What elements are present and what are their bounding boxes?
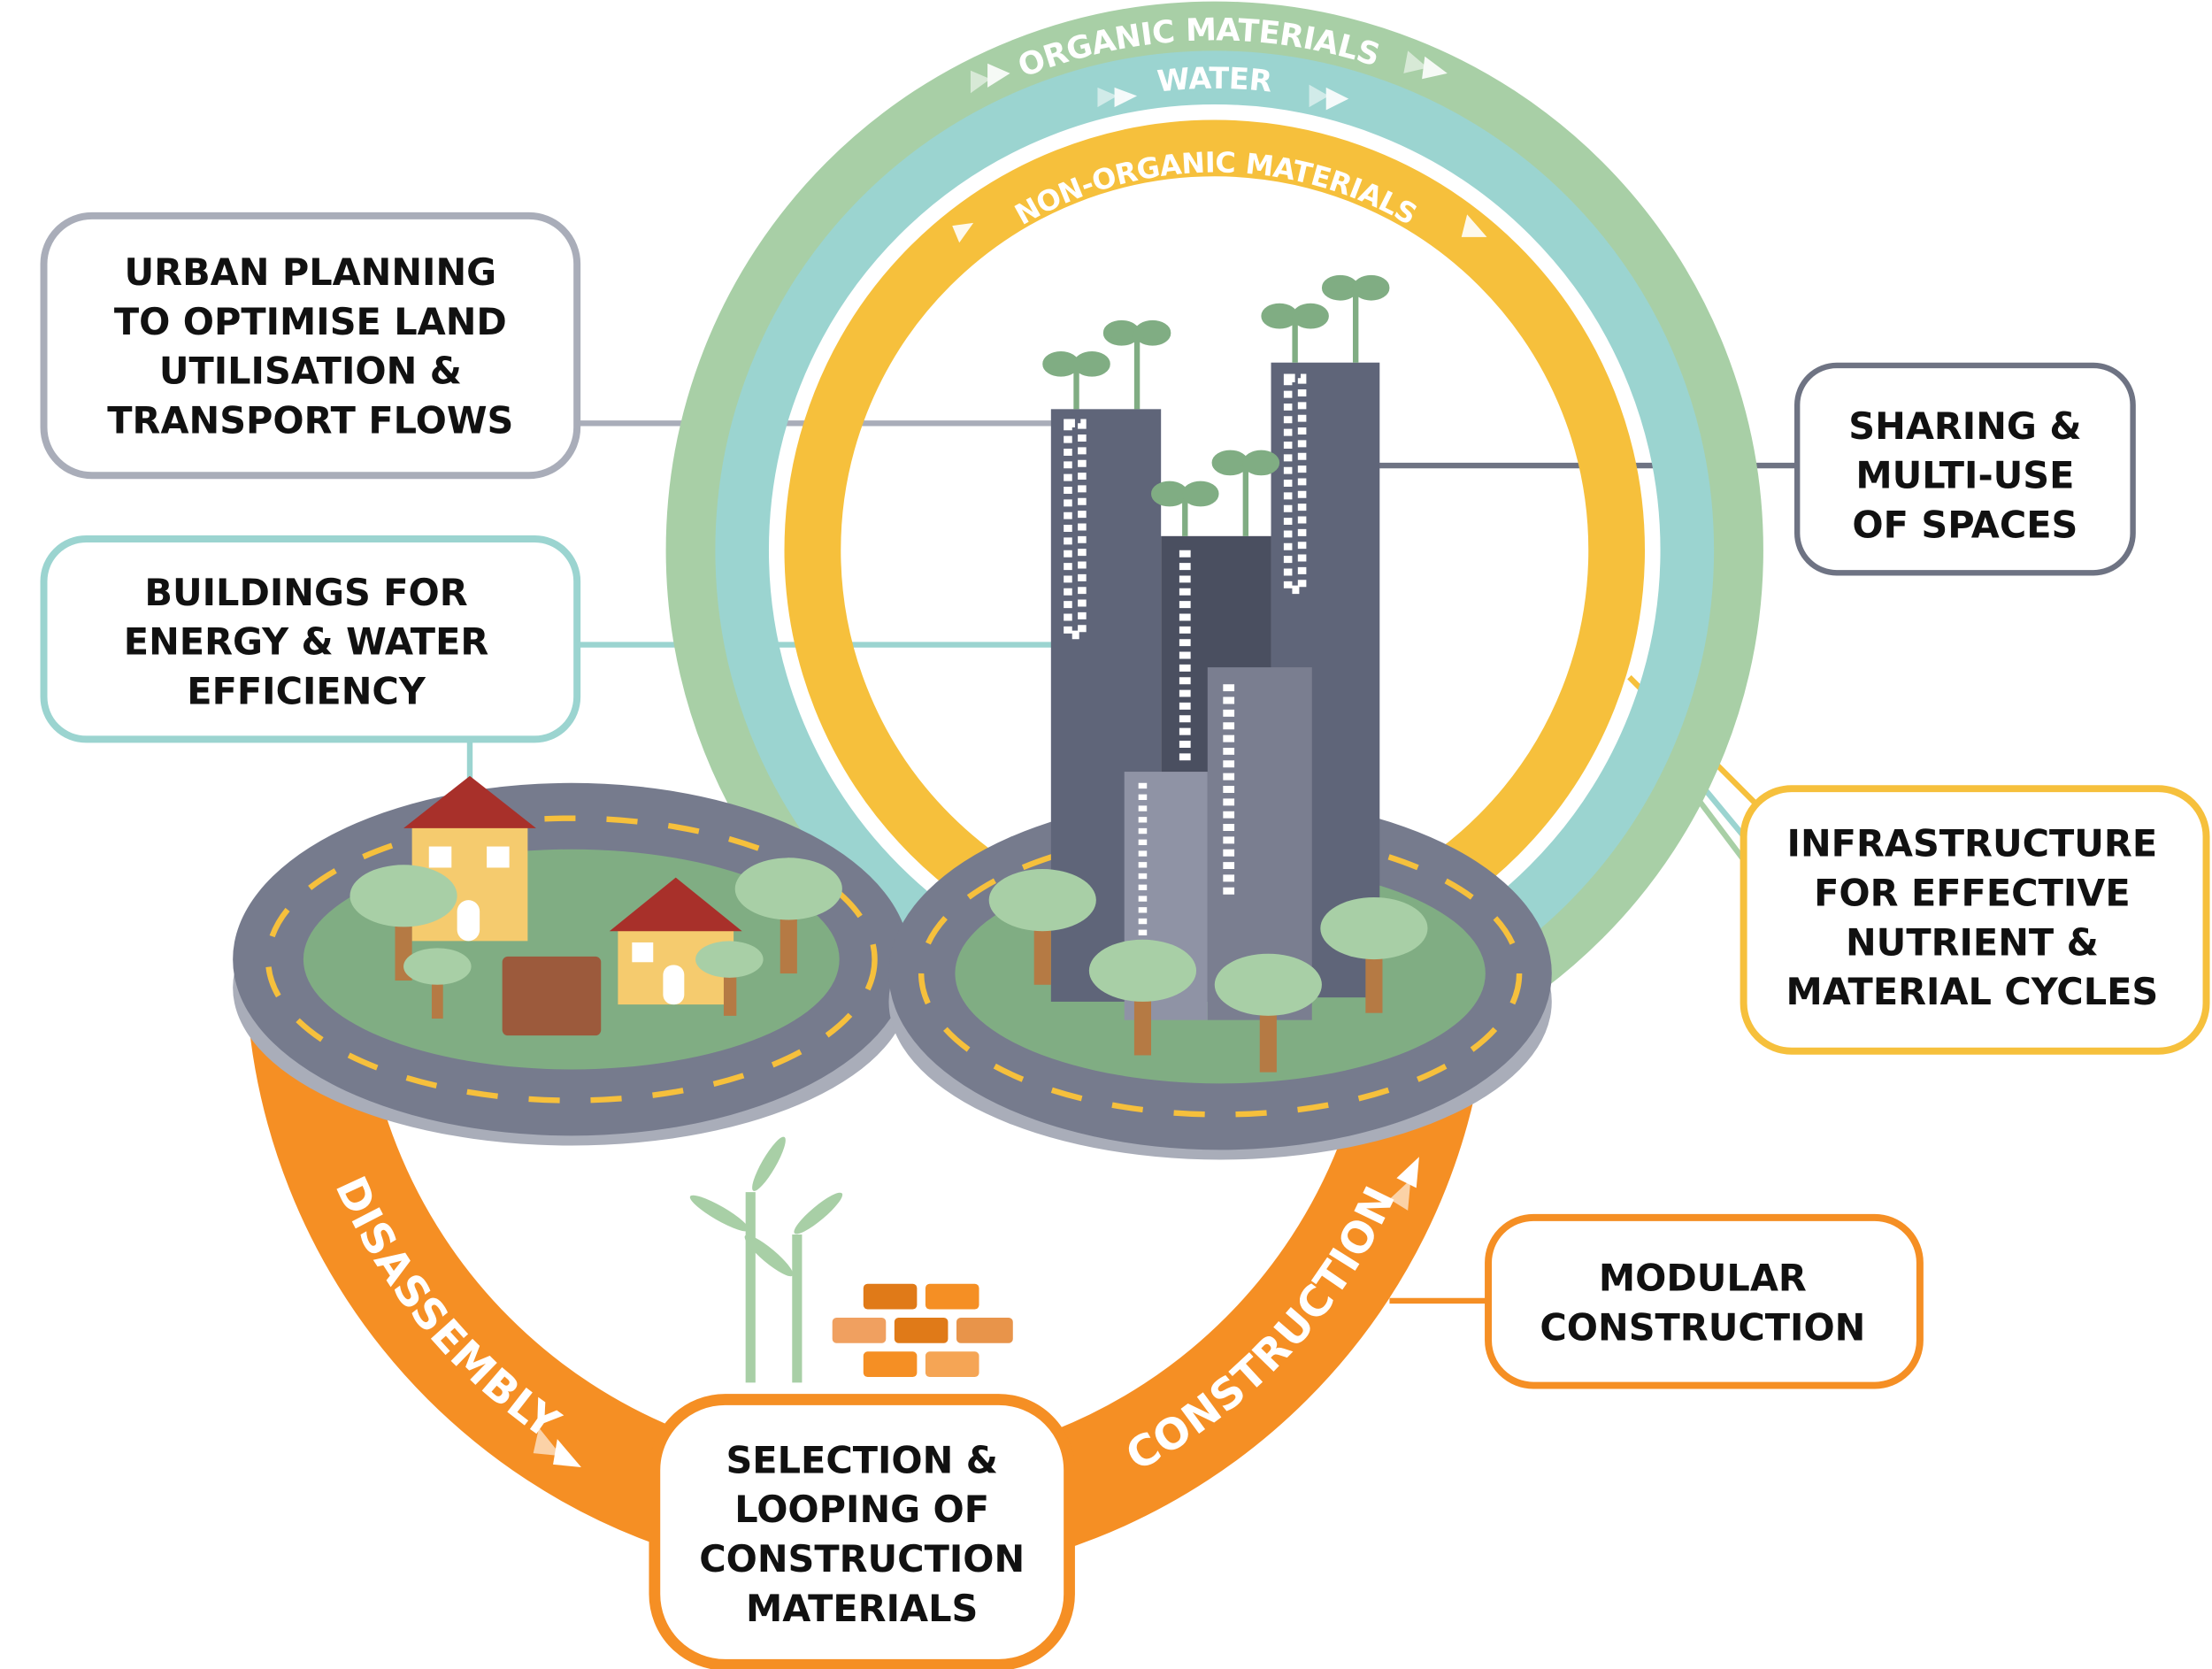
buildings-line: BUILDINGS FOR <box>144 572 467 614</box>
bamboo-icon <box>689 1136 843 1383</box>
selection-line: LOOPING OF <box>734 1488 989 1531</box>
modular-line: CONSTRUCTION <box>1540 1307 1865 1350</box>
svg-text:WATER: WATER <box>1156 60 1274 98</box>
selection-box: SELECTION & LOOPING OF CONSTRUCTION MATE… <box>649 1394 1075 1669</box>
sprout-icons <box>1042 274 1390 536</box>
sharing-line: MULTI-USE <box>1855 455 2074 497</box>
urban-planning-line: TO OPTIMISE LAND <box>114 301 507 343</box>
loop-arrow-icons <box>533 1157 1419 1468</box>
sharing-line: OF SPACES <box>1852 504 2078 546</box>
selection-line: SELECTION & <box>726 1439 997 1481</box>
house-icons <box>403 775 742 1036</box>
sharing-box: SHARING & MULTI-USE OF SPACES <box>1793 362 2136 576</box>
tree-icons <box>349 858 1428 1073</box>
urban-planning-box: URBAN PLANNING TO OPTIMISE LAND UTILISAT… <box>40 212 581 480</box>
bricks-icon <box>832 1283 1013 1377</box>
modular-construction-box: MODULAR CONSTRUCTION <box>1485 1213 1924 1389</box>
water-label: WATER <box>1156 60 1274 98</box>
buildings-box: BUILDINGS FOR ENERGY & WATER EFFICIENCY <box>40 535 581 743</box>
buildings-line: ENERGY & WATER <box>124 621 489 664</box>
flow-arrow-icons <box>952 50 1487 243</box>
infrastructure-box: INFRASTRUCTURE FOR EFFECTIVE NUTRIENT & … <box>1740 785 2210 1055</box>
selection-line: CONSTRUCTION <box>699 1538 1025 1581</box>
infrastructure-line: MATERIAL CYCLES <box>1786 971 2158 1013</box>
infrastructure-line: FOR EFFECTIVE <box>1814 873 2131 915</box>
urban-planning-line: TRANSPORT FLOWS <box>107 399 513 442</box>
sharing-line: SHARING & <box>1848 405 2081 448</box>
infrastructure-line: NUTRIENT & <box>1846 921 2099 964</box>
urban-planning-line: URBAN PLANNING <box>125 251 497 294</box>
urban-planning-line: UTILISATION & <box>159 350 462 393</box>
modular-line: MODULAR <box>1599 1258 1807 1300</box>
infrastructure-line: INFRASTRUCTURE <box>1787 823 2158 865</box>
buildings-line: EFFICIENCY <box>187 671 426 713</box>
selection-line: MATERIALS <box>746 1588 978 1630</box>
